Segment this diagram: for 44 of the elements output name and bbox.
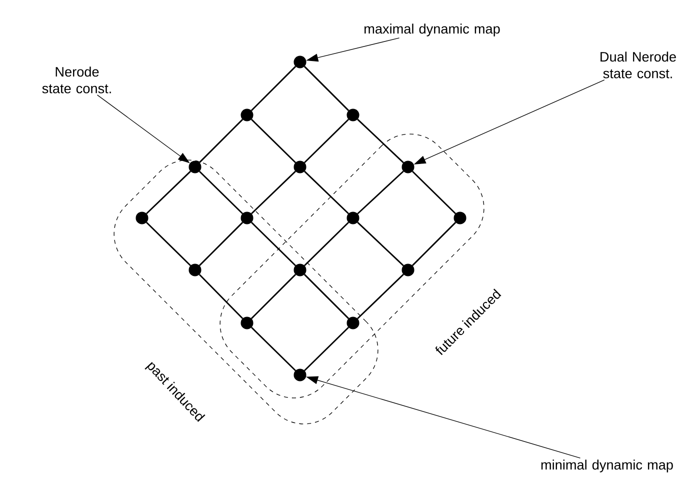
lattice-line xyxy=(357,170,404,214)
lattice-dot xyxy=(346,316,360,330)
lattice-dot xyxy=(402,264,414,276)
lattice-dot xyxy=(294,264,306,276)
lattice-line xyxy=(412,170,456,214)
lattice-dot xyxy=(240,316,254,330)
callout-label: Nerode state const. xyxy=(42,66,111,94)
lattice-dot xyxy=(402,160,414,174)
lattice-line xyxy=(146,222,192,266)
lattice-line xyxy=(357,222,404,266)
lattice-line xyxy=(251,170,296,214)
callout-label: Dual Nerode state const. xyxy=(600,52,676,78)
lattice-line xyxy=(250,222,296,266)
lattice-line xyxy=(198,118,244,164)
lattice-line xyxy=(412,222,456,266)
lattice-dot xyxy=(294,56,306,68)
callout-label: maximal dynamic map xyxy=(364,24,500,36)
lattice-dot xyxy=(294,368,306,382)
lattice-line xyxy=(198,274,244,320)
lattice-line xyxy=(357,118,404,164)
lattice-dot xyxy=(240,108,254,122)
lattice-line xyxy=(146,170,191,214)
lattice-line xyxy=(250,326,296,372)
lattice-line xyxy=(304,274,350,320)
lattice-line xyxy=(304,118,350,164)
lattice-dot xyxy=(294,160,306,174)
lattice-line xyxy=(304,326,350,372)
lattice-dot xyxy=(188,264,202,276)
lattice-line xyxy=(198,170,244,214)
lattice-line xyxy=(304,222,350,266)
lattice-line xyxy=(304,170,349,214)
lattice-line xyxy=(304,66,350,112)
lattice-dot xyxy=(136,212,148,224)
lattice-dot xyxy=(346,108,360,122)
lattice-line xyxy=(198,222,244,266)
lattice-dot xyxy=(188,160,202,174)
lattice-dot xyxy=(454,212,466,224)
lattice-dot xyxy=(240,212,254,224)
lattice-dot xyxy=(346,212,360,224)
callout-label: minimal dynamic map xyxy=(541,460,673,472)
lattice-line xyxy=(357,274,404,320)
lattice-line xyxy=(250,66,296,112)
lattice-line xyxy=(250,118,296,164)
lattice-line xyxy=(250,274,296,320)
